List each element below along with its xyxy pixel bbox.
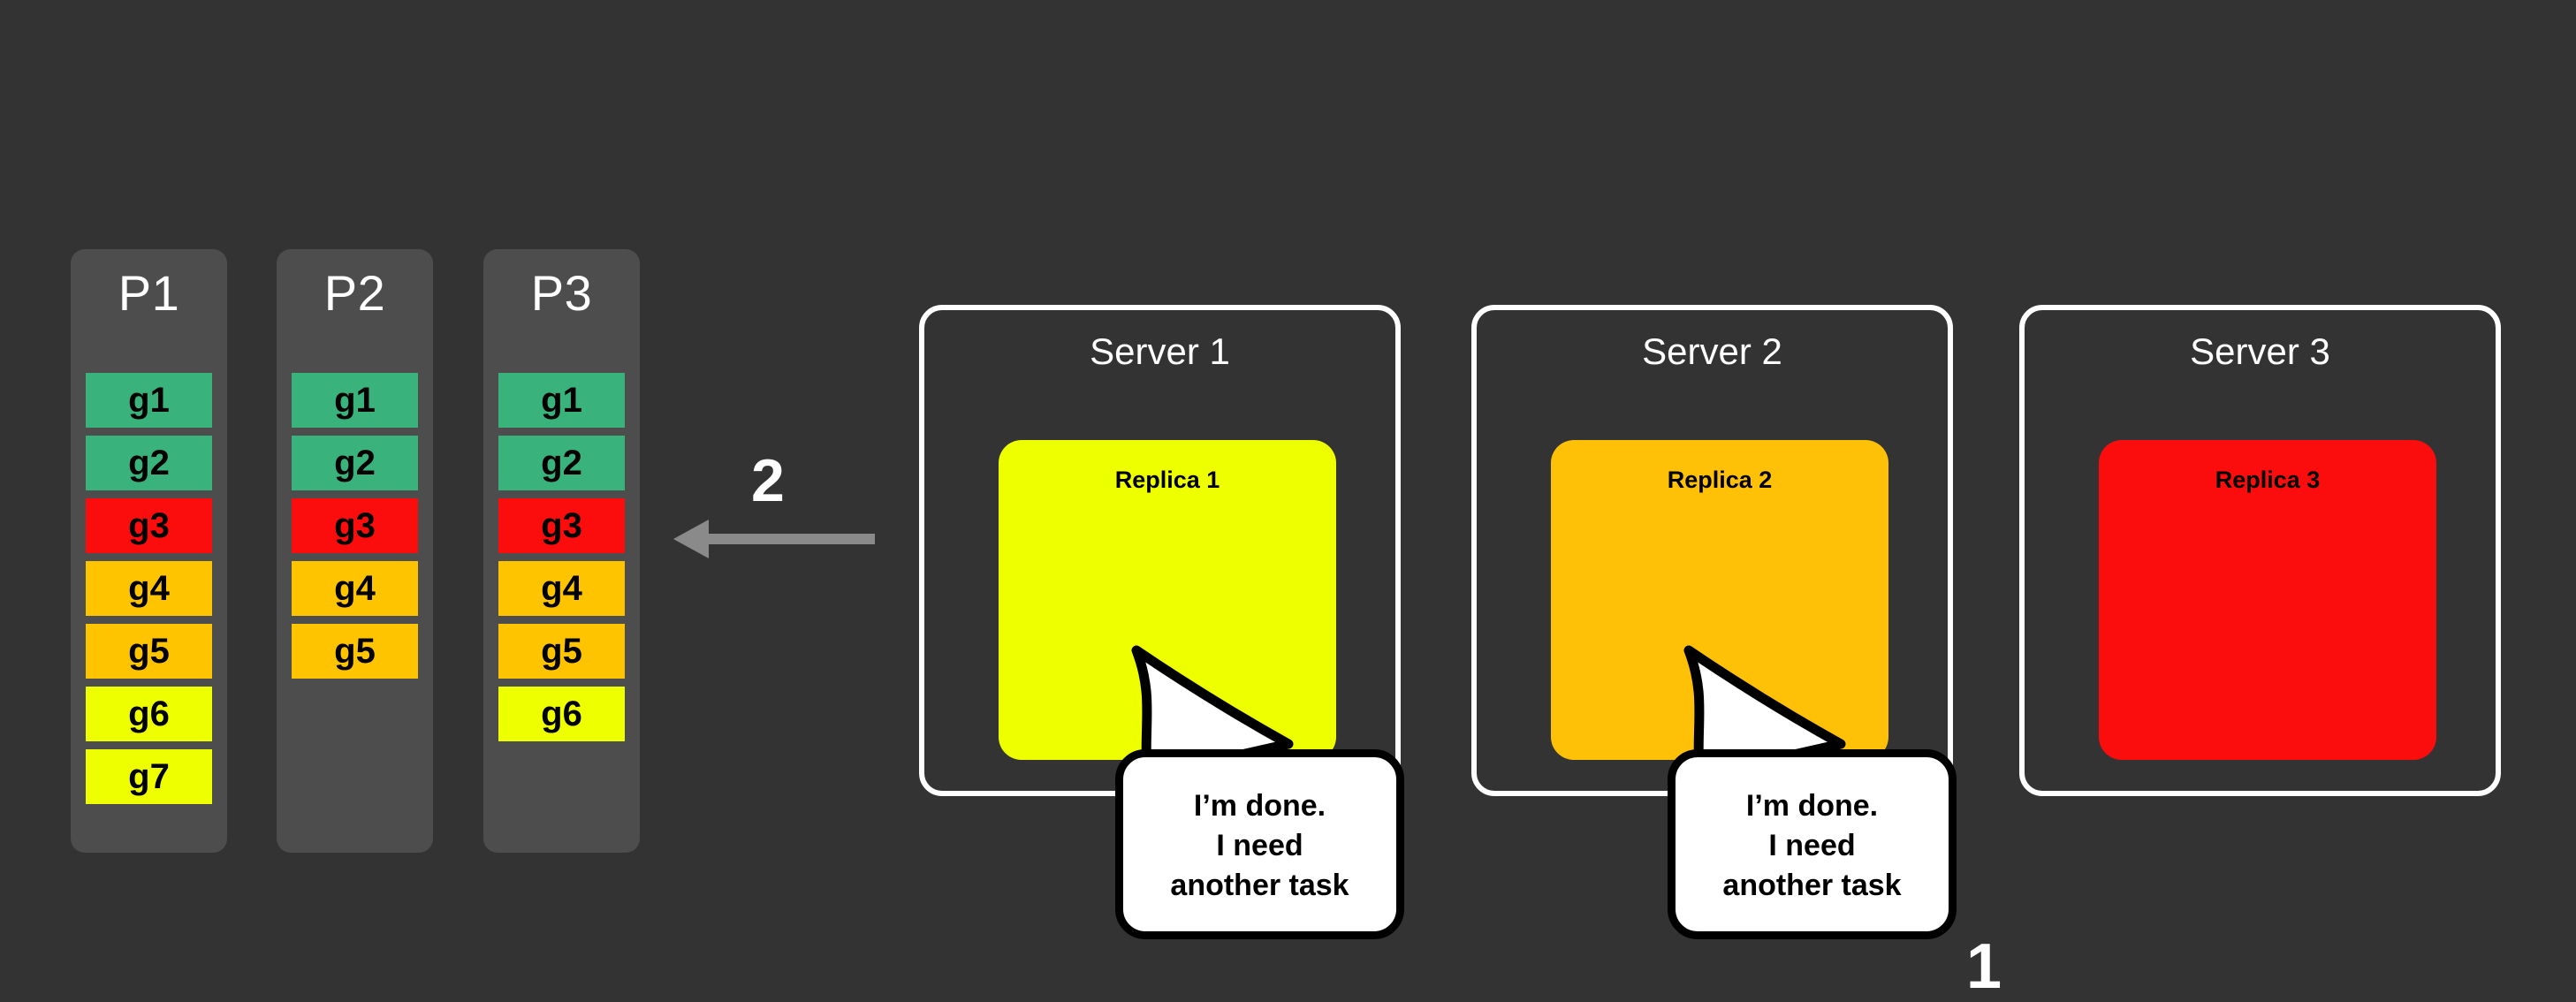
server-title-2: Server 2 (1642, 330, 1782, 372)
task-label: g2 (334, 444, 376, 482)
task-block[interactable]: g6 (86, 687, 212, 741)
task-label: g4 (334, 569, 376, 608)
speech-bubble-server-2[interactable]: I’m done. I need another task (1668, 645, 1957, 939)
task-label: g2 (541, 444, 582, 482)
task-block[interactable]: g5 (292, 624, 418, 679)
task-label: g4 (128, 569, 170, 608)
task-stack-p3: g1 g2 g3 g4 g5 g6 (498, 373, 625, 749)
replica-label-3: Replica 3 (2215, 467, 2321, 493)
partition-title-p3: P3 (530, 265, 593, 321)
task-block[interactable]: g1 (498, 373, 625, 428)
bubble-line-3: another task (1170, 868, 1349, 902)
server-title-3: Server 3 (2190, 330, 2330, 372)
replica-box-3[interactable]: Replica 3 (2099, 440, 2436, 760)
task-label: g3 (128, 506, 170, 545)
speech-bubble-body-2 (1668, 749, 1957, 939)
task-label: g5 (541, 632, 582, 671)
step-number-1: 1 (1966, 931, 2002, 1002)
task-label: g5 (334, 632, 376, 671)
partition-column-p1[interactable]: P1 g1 g2 g3 g4 g5 g6 g7 (71, 249, 227, 853)
task-label: g1 (128, 381, 170, 420)
task-label: g4 (541, 569, 582, 608)
task-label: g5 (128, 632, 170, 671)
bubble-line-1: I’m done. (1745, 789, 1879, 824)
task-block[interactable]: g4 (86, 561, 212, 616)
task-label: g6 (128, 695, 170, 733)
task-block[interactable]: g6 (498, 687, 625, 741)
partition-title-p2: P2 (323, 265, 386, 321)
bubble-line-2: I need (1768, 829, 1856, 863)
rebalance-arrow (673, 520, 875, 558)
task-label: g2 (128, 444, 170, 482)
partition-column-p3[interactable]: P3 g1 g2 g3 g4 g5 g6 (483, 249, 640, 853)
task-block[interactable]: g4 (498, 561, 625, 616)
speech-bubble-tail-1 (1131, 645, 1294, 778)
task-block[interactable]: g2 (292, 436, 418, 490)
task-block[interactable]: g2 (86, 436, 212, 490)
server-card-3[interactable]: Server 3 Replica 3 (2019, 305, 2501, 796)
task-block[interactable]: g3 (498, 498, 625, 553)
task-block[interactable]: g5 (498, 624, 625, 679)
task-block[interactable]: g5 (86, 624, 212, 679)
task-block[interactable]: g3 (86, 498, 212, 553)
task-block[interactable]: g2 (498, 436, 625, 490)
task-block[interactable]: g3 (292, 498, 418, 553)
task-label: g3 (334, 506, 376, 545)
task-block[interactable]: g7 (86, 749, 212, 804)
replica-label-2: Replica 2 (1667, 467, 1773, 493)
task-stack-p2: g1 g2 g3 g4 g5 (292, 373, 418, 687)
partition-title-p1: P1 (118, 265, 180, 321)
speech-bubble-text-1: I’m done. I need another task (1115, 749, 1404, 939)
speech-bubble-body-1 (1115, 749, 1404, 939)
task-label: g1 (541, 381, 582, 420)
speech-bubble-tail-2 (1683, 645, 1846, 778)
step-number-2: 2 (751, 447, 785, 514)
server-title-1: Server 1 (1090, 330, 1230, 372)
task-label: g1 (334, 381, 376, 420)
task-label: g6 (541, 695, 582, 733)
task-block[interactable]: g4 (292, 561, 418, 616)
replica-label-1: Replica 1 (1114, 467, 1220, 493)
task-stack-p1: g1 g2 g3 g4 g5 g6 g7 (86, 373, 212, 812)
task-block[interactable]: g1 (292, 373, 418, 428)
bubble-line-1: I’m done. (1193, 789, 1326, 824)
arrow-shaft (707, 534, 875, 544)
bubble-line-2: I need (1216, 829, 1303, 863)
speech-bubble-text-2: I’m done. I need another task (1668, 749, 1957, 939)
task-label: g3 (541, 506, 582, 545)
partition-column-p2[interactable]: P2 g1 g2 g3 g4 g5 (277, 249, 433, 853)
speech-bubble-server-1[interactable]: I’m done. I need another task (1115, 645, 1404, 939)
task-label: g7 (128, 757, 170, 796)
bubble-line-3: another task (1722, 868, 1902, 902)
task-block[interactable]: g1 (86, 373, 212, 428)
arrow-head-icon (673, 520, 709, 558)
